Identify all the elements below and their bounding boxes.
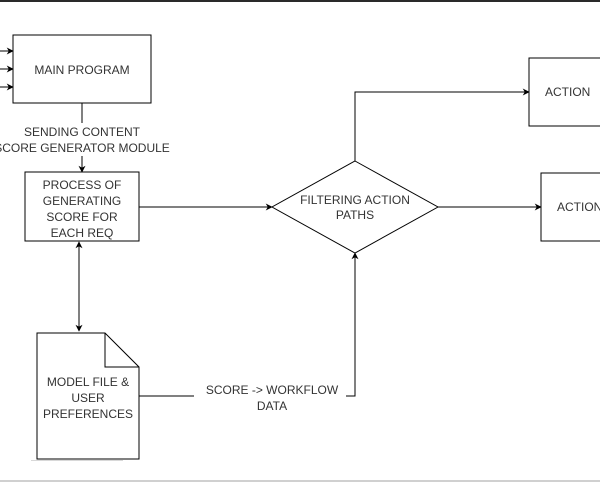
node-process-line-4: EACH REQ xyxy=(51,226,114,240)
node-filter[interactable]: FILTERING ACTION PATHS xyxy=(270,160,440,254)
edge-filter-to-action-1 xyxy=(354,88,530,161)
folded-corner-icon xyxy=(104,333,139,368)
node-model-file-line-3: PREFERENCES xyxy=(43,407,133,421)
edge-label-score-workflow-line-1: SCORE -> WORKFLOW xyxy=(206,383,339,397)
node-process-line-1: PROCESS OF xyxy=(43,178,122,192)
node-action-2[interactable]: ACTION xyxy=(540,172,600,242)
node-model-file[interactable]: MODEL FILE & USER PREFERENCES xyxy=(36,332,140,460)
top-border xyxy=(0,0,600,2)
edge-label-score-workflow-line-2: DATA xyxy=(257,399,287,413)
edge-model-to-filter xyxy=(139,252,359,397)
node-model-file-line-2: USER xyxy=(71,391,105,405)
node-action-1-label: ACTION xyxy=(545,85,590,99)
bottom-border xyxy=(0,480,600,482)
edge-label-score-workflow: SCORE -> WORKFLOW DATA xyxy=(194,380,346,413)
node-main-program[interactable]: MAIN PROGRAM xyxy=(12,34,152,104)
edge-label-sending-line-1: SENDING CONTENT xyxy=(24,125,141,139)
node-filter-line-1: FILTERING ACTION xyxy=(300,193,410,207)
edge-label-sending: SENDING CONTENT SCORE GENERATOR MODULE xyxy=(0,123,196,156)
node-process[interactable]: PROCESS OF GENERATING SCORE FOR EACH REQ xyxy=(24,171,140,242)
node-action-1[interactable]: ACTION xyxy=(528,57,600,127)
node-filter-line-2: PATHS xyxy=(336,208,374,222)
edge-label-sending-line-2: SCORE GENERATOR MODULE xyxy=(0,141,170,155)
node-model-file-line-1: MODEL FILE & xyxy=(47,375,129,389)
node-process-line-2: GENERATING xyxy=(43,194,121,208)
scrollbar-hint xyxy=(31,460,123,461)
node-action-2-label: ACTION xyxy=(557,200,600,214)
node-main-program-label: MAIN PROGRAM xyxy=(34,63,129,77)
node-process-line-3: SCORE FOR xyxy=(46,210,118,224)
